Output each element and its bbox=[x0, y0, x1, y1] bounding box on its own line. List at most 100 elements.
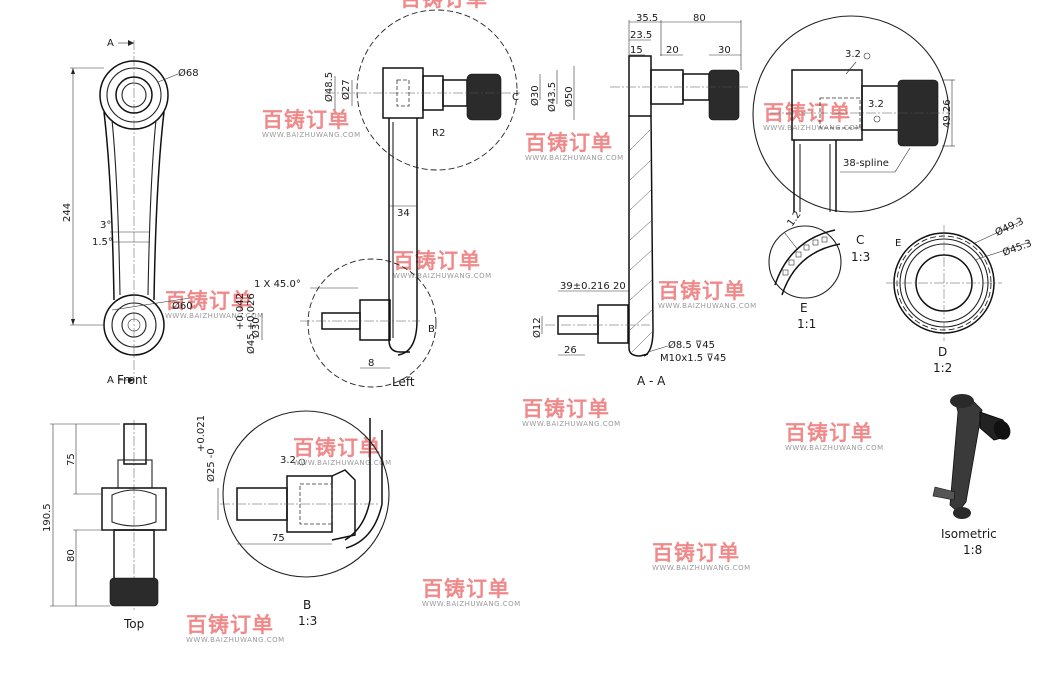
dim-left-d45-tol-lo: Ø45 +0.026 bbox=[245, 293, 257, 354]
front-view-label: Front bbox=[117, 373, 148, 387]
watermark-text: 百铸订单 bbox=[652, 541, 740, 565]
detail-c-view: 3.2 3.2 49.26 38-spline C 1:3 bbox=[752, 15, 955, 264]
isometric-label: Isometric bbox=[941, 527, 997, 541]
watermark-text: 百铸订单 bbox=[293, 436, 381, 460]
dim-sec-d30: Ø30 bbox=[529, 85, 541, 106]
watermark-text: 百铸订单 bbox=[785, 421, 873, 445]
watermark-url: WWW.BAIZHUWANG.COM bbox=[262, 131, 361, 139]
section-hatch bbox=[629, 129, 653, 353]
watermark-text: 百铸订单 bbox=[525, 131, 613, 155]
dim-front-angle-1-5: 1.5° bbox=[92, 237, 113, 248]
watermark-text: 百铸订单 bbox=[186, 613, 274, 637]
section-mark-a-top: A bbox=[107, 38, 114, 49]
watermark-url: WWW.BAIZHUWANG.COM bbox=[652, 564, 751, 572]
dim-front-d60: Ø60 bbox=[172, 300, 193, 312]
watermark: 百铸订单 WWW.BAIZHUWANG.COM bbox=[763, 101, 862, 132]
detail-mark-e: E bbox=[895, 238, 901, 249]
dim-d-49-3: Ø49.3 bbox=[993, 215, 1025, 239]
dim-sec-d12: Ø12 bbox=[531, 317, 543, 338]
watermark-url: WWW.BAIZHUWANG.COM bbox=[525, 154, 624, 162]
dim-left-d30: Ø30 bbox=[250, 317, 262, 338]
watermark-layer: 百铸订单 百铸订单 WWW.BAIZHUWANG.COM 百铸订单 WWW.BA… bbox=[165, 0, 884, 644]
watermark-text: 百铸订单 bbox=[522, 397, 610, 421]
detail-d-view: Ø49.3 Ø45.3 E D 1:2 bbox=[886, 215, 1033, 375]
section-aa-label: A - A bbox=[637, 374, 666, 388]
watermark-url: WWW.BAIZHUWANG.COM bbox=[522, 420, 621, 428]
watermark: 百铸订单 WWW.BAIZHUWANG.COM bbox=[293, 436, 392, 467]
dim-b-tol-up: +0.021 bbox=[196, 415, 207, 452]
dim-sec-d50: Ø50 bbox=[563, 86, 575, 107]
dim-left-8: 8 bbox=[368, 358, 374, 369]
watermark: 百铸订单 bbox=[400, 0, 488, 11]
watermark-url: WWW.BAIZHUWANG.COM bbox=[785, 444, 884, 452]
watermark-text: 百铸订单 bbox=[658, 279, 746, 303]
section-mark-a-bottom: A bbox=[107, 375, 114, 386]
watermark-text: 百铸订单 bbox=[393, 249, 481, 273]
dim-sec-20b: 20 bbox=[613, 281, 626, 292]
knurled-grip-top bbox=[109, 577, 159, 607]
knurled-grip-section bbox=[708, 69, 740, 121]
watermark: 百铸订单 WWW.BAIZHUWANG.COM bbox=[522, 397, 621, 428]
watermark-text: 百铸订单 bbox=[422, 577, 510, 601]
dim-sec-35-5: 35.5 bbox=[636, 13, 658, 24]
watermark-url: WWW.BAIZHUWANG.COM bbox=[293, 459, 392, 467]
dim-c-3-2b: 3.2 bbox=[868, 99, 884, 110]
watermark: 百铸订单 WWW.BAIZHUWANG.COM bbox=[658, 279, 757, 310]
dim-sec-39: 39±0.2 bbox=[560, 281, 597, 292]
detail-e-scale: 1:1 bbox=[797, 317, 816, 331]
detail-e-name: E bbox=[800, 301, 808, 315]
dim-c-3-2a: 3.2 bbox=[845, 49, 861, 60]
left-view-label: Left bbox=[392, 375, 415, 389]
isometric-view: Isometric 1:8 bbox=[932, 394, 1011, 557]
watermark-url: WWW.BAIZHUWANG.COM bbox=[658, 302, 757, 310]
detail-mark-b: B bbox=[428, 324, 435, 335]
dim-left-d48-5: Ø48.5 bbox=[323, 72, 335, 102]
watermark-text: 百铸订单 bbox=[400, 0, 488, 11]
dim-front-d68: Ø68 bbox=[178, 67, 199, 79]
detail-c-name: C bbox=[856, 233, 864, 247]
dim-b-75: 75 bbox=[272, 533, 285, 544]
dim-front-length: 244 bbox=[62, 203, 73, 222]
watermark-text: 百铸订单 bbox=[262, 108, 350, 132]
watermark-url: WWW.BAIZHUWANG.COM bbox=[422, 600, 521, 608]
dim-left-chamfer: 1 X 45.0° bbox=[254, 279, 301, 290]
dim-left-d45-tol-up: +0.042 bbox=[235, 293, 246, 330]
dim-b-d25: Ø25 -0 bbox=[205, 448, 217, 482]
watermark-url: WWW.BAIZHUWANG.COM bbox=[393, 272, 492, 280]
dim-top-190-5: 190.5 bbox=[42, 503, 53, 532]
watermark: 百铸订单 WWW.BAIZHUWANG.COM bbox=[186, 613, 285, 644]
detail-b-name: B bbox=[303, 598, 311, 612]
front-view: A A 244 Ø68 Ø60 3° 1.5° Front bbox=[62, 38, 199, 387]
watermark: 百铸订单 WWW.BAIZHUWANG.COM bbox=[165, 289, 264, 320]
section-aa-view: 35.5 80 23.5 15 20 30 Ø30 Ø43.5 Ø50 39±0… bbox=[529, 13, 750, 388]
dim-c-spline: 38-spline bbox=[843, 158, 889, 169]
dim-sec-16: 16 bbox=[597, 281, 610, 292]
watermark: 百铸订单 WWW.BAIZHUWANG.COM bbox=[393, 249, 492, 280]
detail-d-name: D bbox=[938, 345, 947, 359]
dim-b-3-2: 3.2 bbox=[280, 455, 296, 466]
detail-mark-c: C bbox=[512, 92, 519, 103]
detail-b-view: +0.021 Ø25 -0 3.2 75 B 1:3 bbox=[196, 410, 390, 628]
watermark: 百铸订单 WWW.BAIZHUWANG.COM bbox=[652, 541, 751, 572]
dim-left-34: 34 bbox=[397, 208, 410, 219]
dim-sec-hole: Ø8.5 ⊽45 bbox=[668, 339, 715, 351]
watermark-text: 百铸订单 bbox=[165, 289, 253, 313]
iso-pin bbox=[932, 486, 956, 501]
watermark: 百铸订单 WWW.BAIZHUWANG.COM bbox=[525, 131, 624, 162]
dim-sec-thread: M10x1.5 ⊽45 bbox=[660, 353, 726, 364]
dim-sec-26: 26 bbox=[564, 345, 577, 356]
dim-sec-80: 80 bbox=[693, 13, 706, 24]
detail-b-scale: 1:3 bbox=[298, 614, 317, 628]
dim-c-49-26: 49.26 bbox=[942, 99, 953, 128]
watermark: 百铸订单 WWW.BAIZHUWANG.COM bbox=[785, 421, 884, 452]
dim-top-75: 75 bbox=[66, 453, 77, 466]
dim-sec-23-5: 23.5 bbox=[630, 30, 652, 41]
watermark-url: WWW.BAIZHUWANG.COM bbox=[763, 124, 862, 132]
detail-d-scale: 1:2 bbox=[933, 361, 952, 375]
detail-e-view: 1.2 E 1:1 bbox=[768, 209, 842, 331]
knurled-grip bbox=[466, 73, 502, 121]
watermark-url: WWW.BAIZHUWANG.COM bbox=[186, 636, 285, 644]
watermark-url: WWW.BAIZHUWANG.COM bbox=[165, 312, 264, 320]
top-view: 190.5 75 80 Top bbox=[42, 420, 167, 631]
